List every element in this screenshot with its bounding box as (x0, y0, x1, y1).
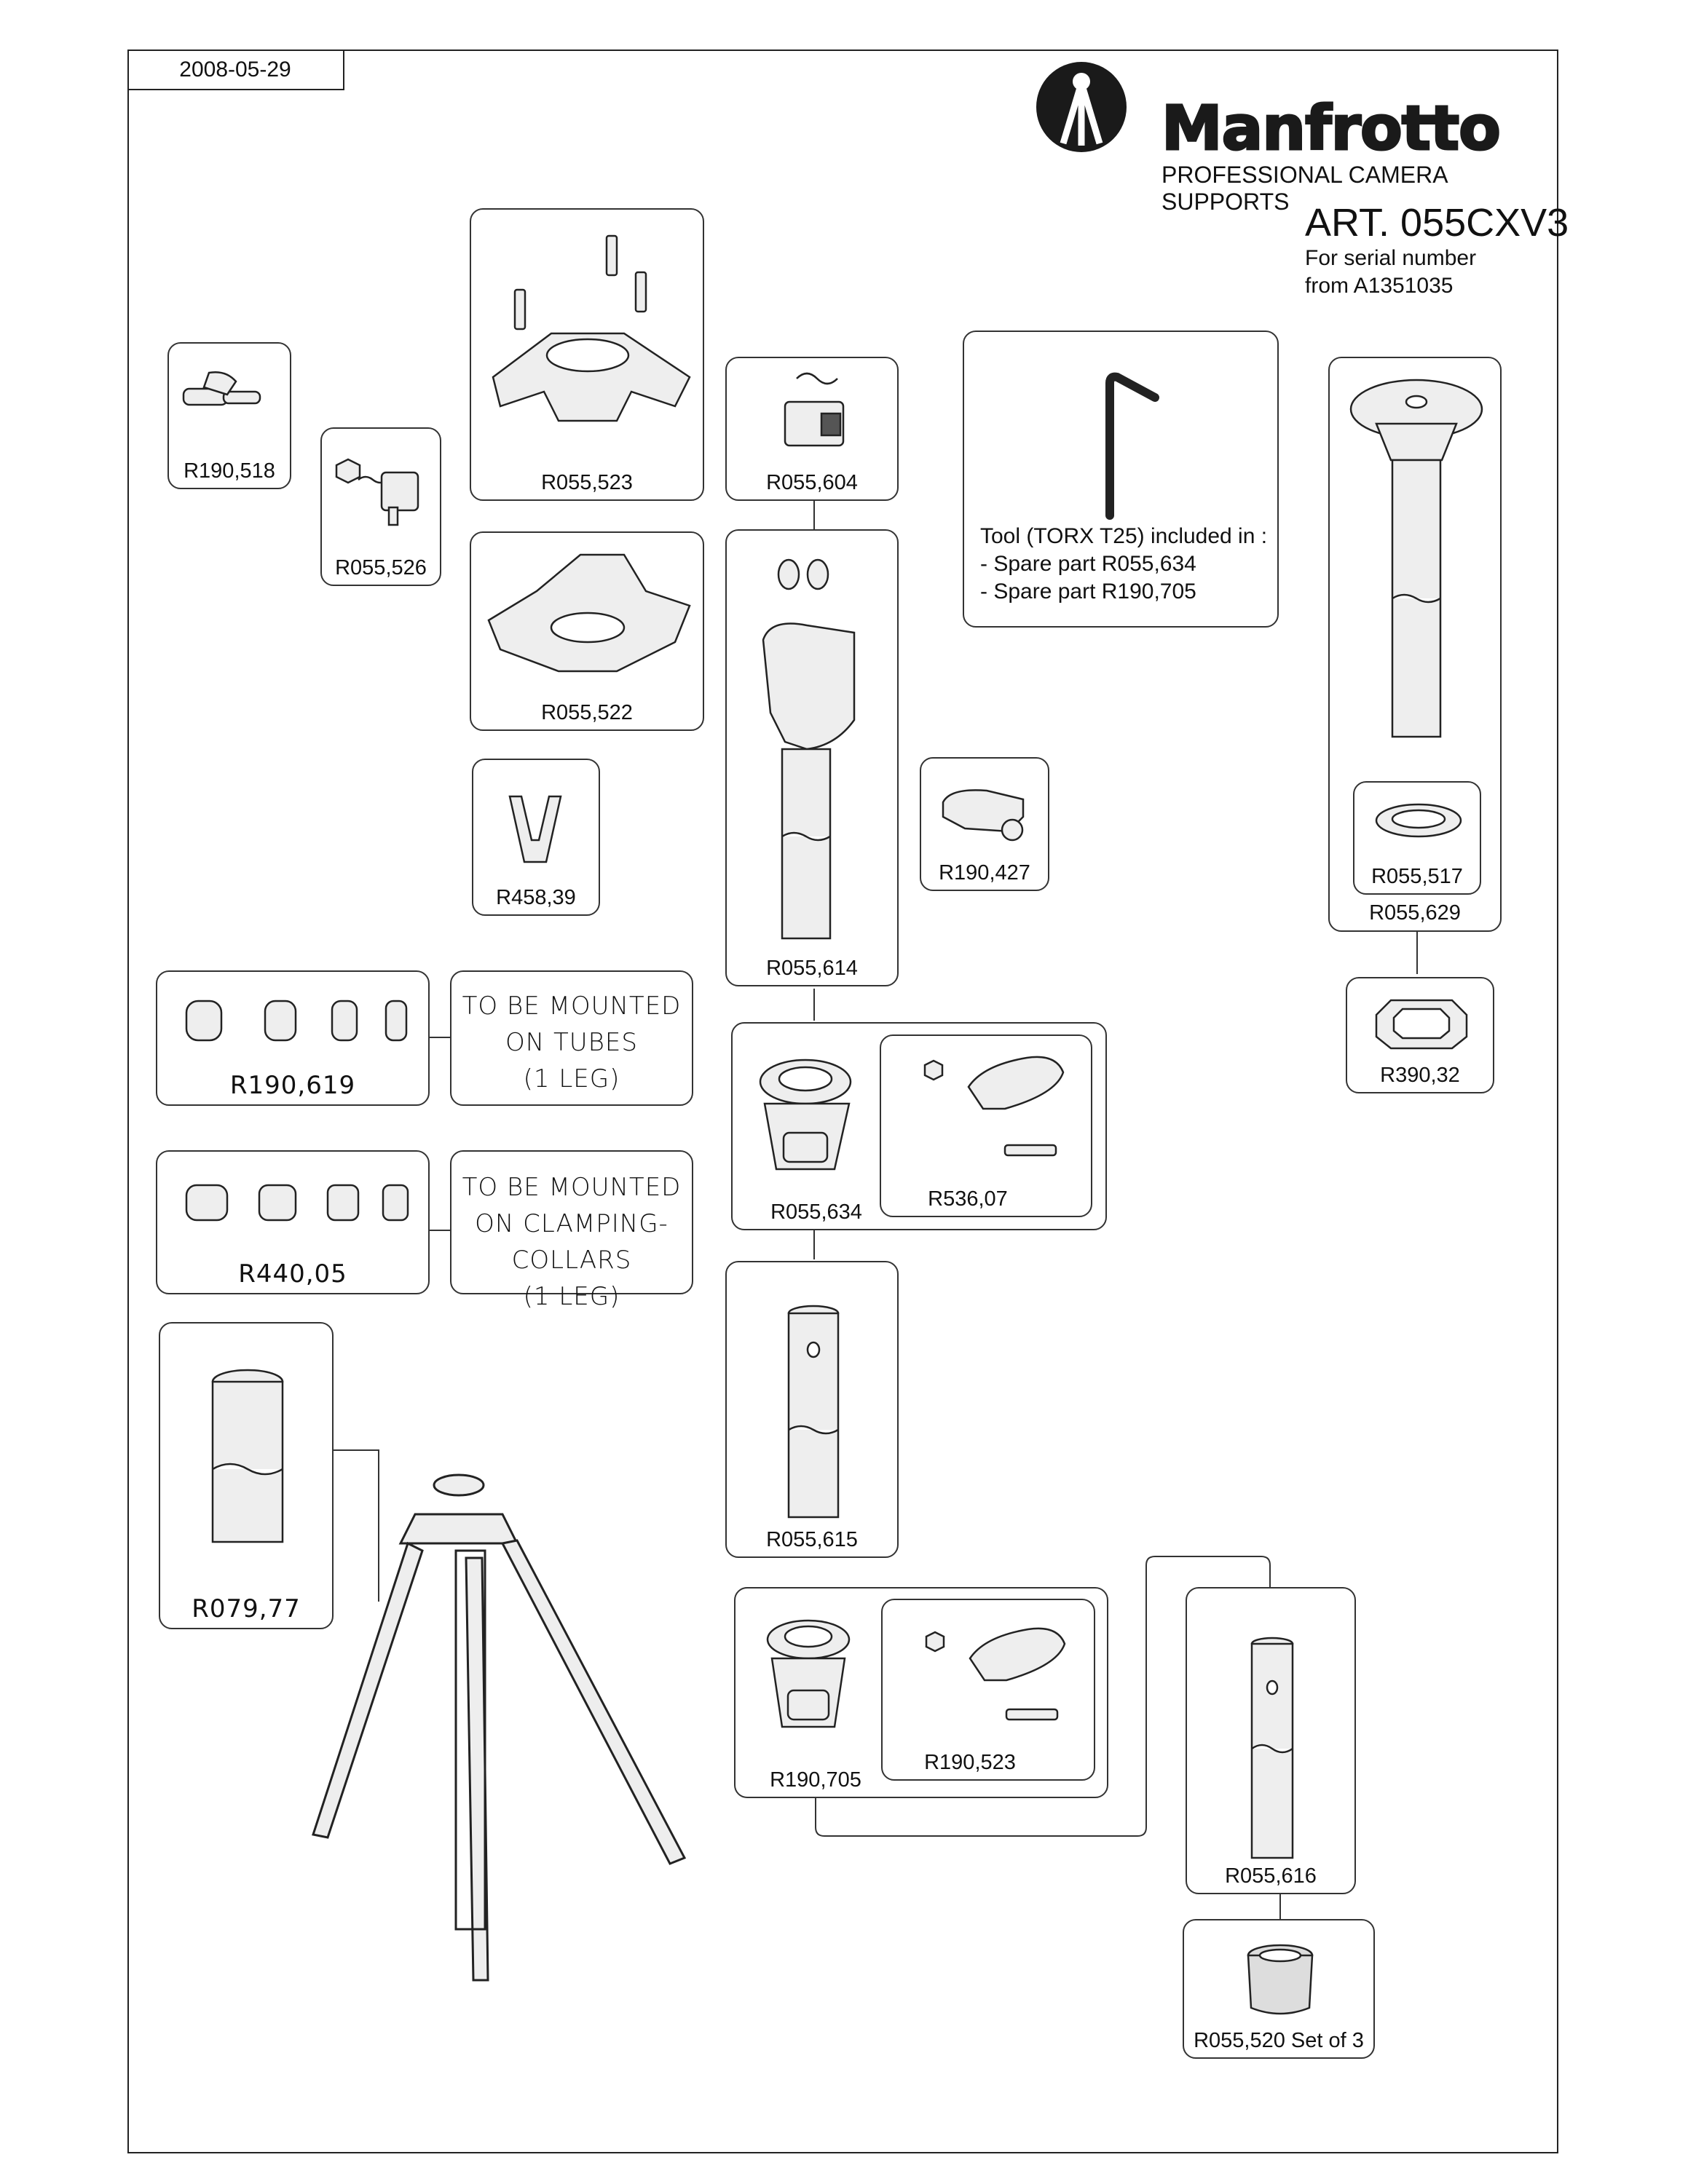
tube-clips-icon (185, 1000, 408, 1042)
part-number: R055,614 (766, 957, 858, 980)
octagon-ring-icon (1375, 999, 1468, 1050)
part-box-r190-619[interactable]: R190,619 (156, 970, 430, 1106)
part-box-r055-616[interactable]: R055,616 (1186, 1587, 1356, 1894)
part-box-r055-522[interactable]: R055,522 (470, 531, 704, 731)
brand-name: Manfrotto (1161, 92, 1502, 165)
part-box-r390-32[interactable]: R390,32 (1346, 977, 1494, 1093)
bottom-tube-icon (1250, 1637, 1294, 1859)
part-box-r055-615[interactable]: R055,615 (725, 1261, 899, 1558)
mount-note-tubes-line-3: (1 LEG) (523, 1064, 620, 1093)
part-box-r190-523[interactable]: R190,523 (881, 1599, 1095, 1781)
brand-block: Manfrotto PROFESSIONAL CAMERA SUPPORTS (1034, 60, 1544, 215)
part-box-r055-629[interactable] (1328, 357, 1502, 932)
date-stamp: 2008-05-29 (127, 50, 344, 90)
part-number: R390,32 (1380, 1064, 1460, 1087)
collar-icon (942, 789, 1025, 842)
leg-top-tube-icon (762, 558, 856, 940)
tool-note-line-2: - Spare part R055,634 (980, 552, 1196, 576)
part-number-r055-629: R055,629 (1369, 901, 1461, 925)
part-number: R055,526 (335, 556, 427, 579)
part-number: R190,523 (924, 1751, 1016, 1774)
hex-key-icon (1105, 372, 1159, 520)
clip-icon (508, 795, 562, 863)
spider-top-icon (492, 234, 691, 422)
part-number: R190,518 (184, 459, 275, 483)
collar-clips-icon (185, 1184, 409, 1222)
part-box-r190-705[interactable]: R190,705 (734, 1587, 1108, 1798)
part-number: R055,520 Set of 3 (1194, 2029, 1364, 2052)
article-number: ART. 055CXV3 (1305, 201, 1569, 245)
part-box-r055-517[interactable]: R055,517 (1353, 781, 1481, 895)
part-box-r055-526[interactable]: R055,526 (320, 427, 441, 586)
part-box-r055-634[interactable]: R055,634 (731, 1022, 1107, 1230)
part-number: R458,39 (496, 886, 576, 909)
part-box-r458-39[interactable]: R458,39 (472, 759, 600, 916)
bushing-icon (1375, 803, 1462, 838)
mount-note-collars-line-3: (1 LEG) (523, 1282, 620, 1311)
part-box-r055-604[interactable]: R055,604 (725, 357, 899, 501)
mount-note-tubes: TO BE MOUNTED ON TUBES (1 LEG) (450, 970, 693, 1106)
wing-knob-icon (182, 371, 261, 406)
part-box-r190-518[interactable]: R190,518 (167, 342, 291, 489)
manfrotto-logo-icon (1036, 62, 1127, 152)
part-number: R055,523 (541, 471, 633, 494)
mount-note-collars-line-2: ON CLAMPING-COLLARS (475, 1209, 669, 1275)
part-number: R190,427 (939, 861, 1030, 885)
mount-note-tubes-line-1: TO BE MOUNTED (462, 992, 682, 1021)
part-box-r055-614[interactable]: R055,614 (725, 529, 899, 986)
part-number: R055,634 (770, 1200, 862, 1224)
latch-spring-icon (784, 372, 845, 447)
mount-note-collars: TO BE MOUNTED ON CLAMPING-COLLARS (1 LEG… (450, 1150, 693, 1311)
part-number: R055,604 (766, 471, 858, 494)
spider-bottom-icon (487, 553, 691, 673)
foam-grip-icon (211, 1369, 284, 1543)
tool-note-box: Tool (TORX T25) included in : - Spare pa… (963, 331, 1279, 628)
spring-lock-icon (335, 458, 419, 526)
center-column-icon (1349, 379, 1483, 738)
part-number: R055,616 (1225, 1864, 1317, 1888)
tool-note-line-3: - Spare part R190,705 (980, 579, 1196, 604)
tool-note-line-1: Tool (TORX T25) included in : (980, 524, 1268, 548)
part-box-r440-05[interactable]: R440,05 (156, 1150, 430, 1294)
part-number: R055,615 (766, 1528, 858, 1551)
part-box-r190-427[interactable]: R190,427 (920, 757, 1049, 891)
mount-note-collars-line-1: TO BE MOUNTED (462, 1173, 682, 1202)
part-number: R079,77 (192, 1594, 301, 1623)
drawing-frame (127, 50, 1558, 2153)
serial-line-2: from A1351035 (1305, 274, 1454, 298)
rubber-foot-icon (1247, 1944, 1314, 2015)
mid-tube-icon (787, 1305, 840, 1519)
part-box-r079-77[interactable]: R079,77 (159, 1322, 334, 1629)
leg-lock-collar-icon (759, 1059, 852, 1171)
part-box-r055-523[interactable]: R055,523 (470, 208, 704, 501)
mount-note-tubes-line-2: ON TUBES (505, 1028, 638, 1057)
leg-lock-collar-icon (766, 1619, 851, 1728)
lever-screw-icon (923, 1056, 1065, 1157)
tripod-assembly-icon (312, 1473, 687, 1982)
part-number: R536,07 (928, 1187, 1008, 1211)
part-number: R190,705 (770, 1768, 861, 1792)
lever-screw-icon (925, 1627, 1066, 1721)
part-number: R440,05 (238, 1259, 347, 1289)
brand-tagline: PROFESSIONAL CAMERA SUPPORTS (1162, 162, 1447, 215)
serial-line-1: For serial number (1305, 246, 1477, 270)
part-number: R055,522 (541, 701, 633, 724)
part-box-r055-520[interactable]: R055,520 Set of 3 (1183, 1919, 1375, 2059)
part-number: R055,517 (1371, 865, 1463, 888)
part-box-r536-07[interactable]: R536,07 (880, 1034, 1092, 1217)
part-number: R190,619 (229, 1071, 356, 1100)
